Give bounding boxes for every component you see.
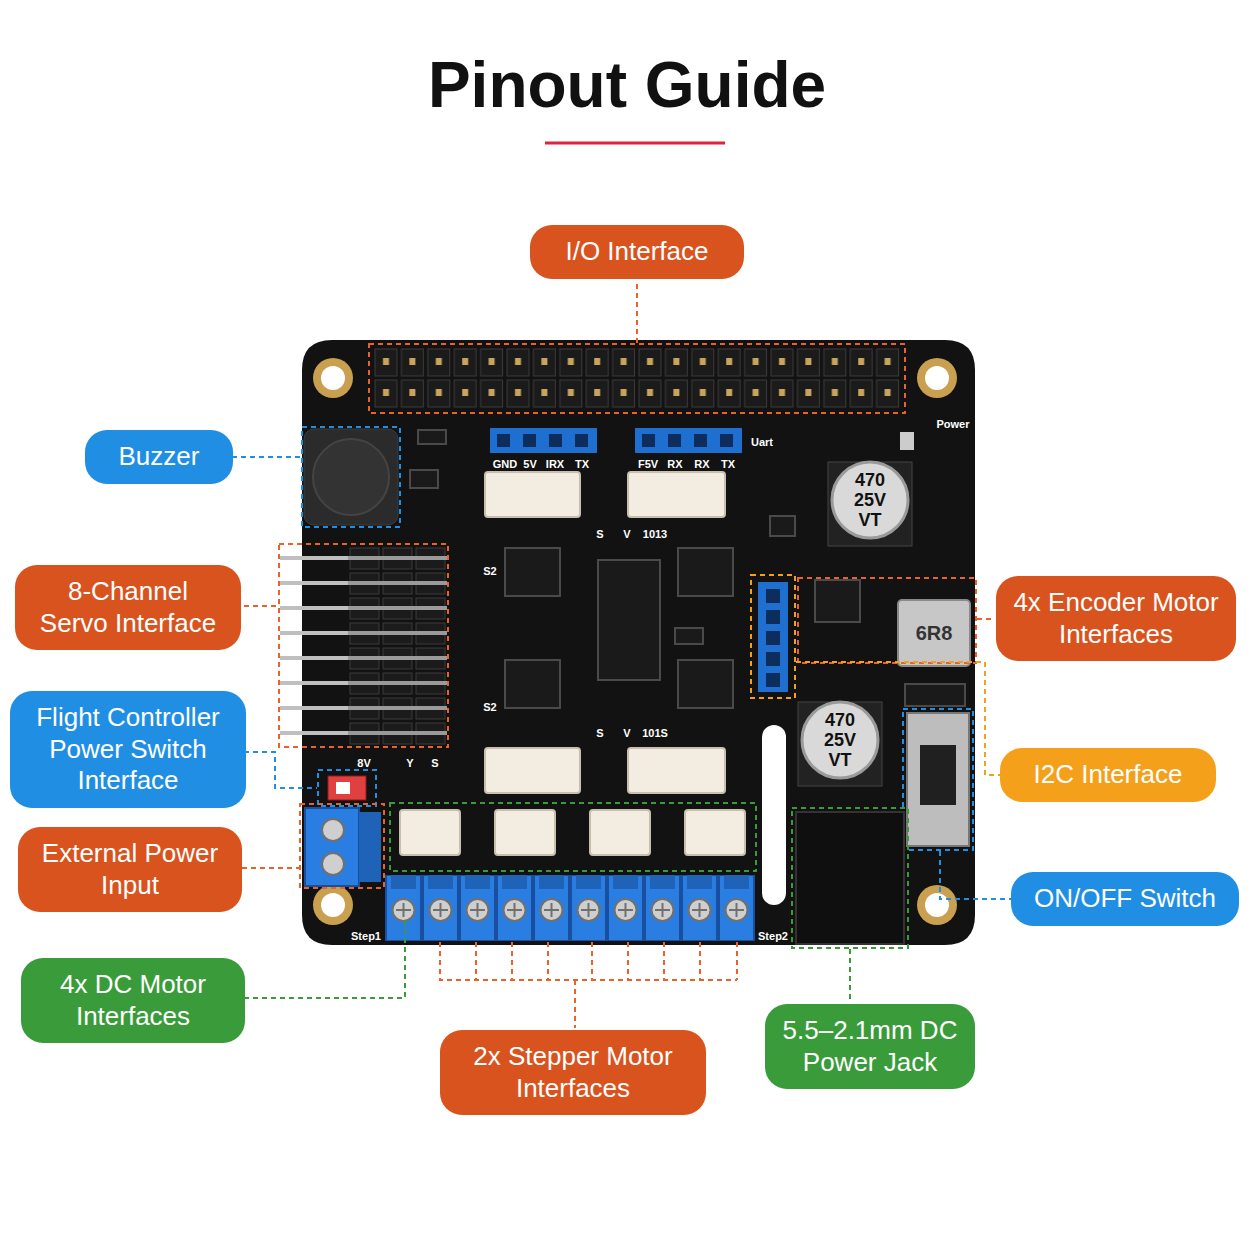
title-underline	[545, 142, 725, 145]
power-led	[900, 432, 914, 450]
servo-pins	[280, 546, 350, 746]
silkscreen-label: 1013	[643, 529, 667, 540]
silkscreen-label: Y	[406, 758, 413, 769]
silkscreen-label: S	[596, 728, 603, 739]
silkscreen-label: 101S	[642, 728, 668, 739]
buzzer-outline	[302, 427, 400, 527]
dc-jack-outline	[792, 808, 908, 948]
silkscreen-label: Step1	[351, 931, 381, 942]
jst-connectors	[485, 472, 725, 793]
silkscreen-label: 25V	[824, 731, 856, 749]
silkscreen-label: F5V	[638, 459, 658, 470]
silkscreen-label: V	[623, 529, 630, 540]
leader-lines	[232, 284, 1012, 1028]
silkscreen-label: TX	[575, 459, 589, 470]
buzzer	[304, 429, 398, 525]
silkscreen-label: IRX	[546, 459, 564, 470]
silkscreen-label: RX	[667, 459, 682, 470]
pin-headers	[490, 428, 742, 453]
pcb-board	[302, 340, 975, 945]
silkscreen-label: 6R8	[916, 623, 953, 643]
callout-text: Buzzer	[94, 441, 224, 473]
callout-box: 4x Encoder Motor Interfaces	[996, 576, 1236, 661]
callout-box: External Power Input	[18, 827, 242, 912]
callout-text: 2x Stepper Motor Interfaces	[453, 1041, 693, 1104]
silkscreen-label: VT	[858, 511, 881, 529]
stepper-terminals	[385, 875, 755, 941]
callout-box: 5.5–2.1mm DC Power Jack	[765, 1004, 975, 1089]
silkscreen-label: Uart	[751, 437, 773, 448]
power-terminal	[305, 808, 359, 886]
callout-text: I2C Interface	[1008, 759, 1208, 791]
io-outline	[369, 344, 905, 413]
callout-text: 5.5–2.1mm DC Power Jack	[775, 1015, 965, 1078]
silkscreen-label: RX	[694, 459, 709, 470]
silkscreen-label: S2	[483, 566, 496, 577]
silkscreen-label: TX	[721, 459, 735, 470]
callout-box: I2C Interface	[1000, 748, 1216, 802]
encoder-outline	[798, 578, 976, 663]
silkscreen-label: GND	[493, 459, 517, 470]
onoff-switch	[907, 713, 969, 846]
servo-header	[348, 546, 447, 746]
inductor	[898, 600, 970, 666]
silkscreen-label: Power	[936, 419, 969, 430]
silkscreen-label: VT	[828, 751, 851, 769]
servo-outline	[279, 544, 448, 747]
silkscreen-label: 470	[855, 471, 885, 489]
silkscreen-label: 470	[825, 711, 855, 729]
silkscreen-label: S	[431, 758, 438, 769]
callout-box: Buzzer	[85, 430, 233, 484]
dc-jack	[796, 812, 904, 944]
dc-motor-connectors	[400, 810, 745, 855]
chips	[410, 430, 965, 708]
gpio-header	[373, 347, 901, 409]
silkscreen-label: 5V	[523, 459, 536, 470]
silkscreen-label: S	[596, 529, 603, 540]
silkscreen-label: 8V	[357, 758, 370, 769]
silkscreen-label: S2	[483, 702, 496, 713]
callout-text: 4x Encoder Motor Interfaces	[1006, 587, 1226, 650]
power-terminal-outline	[300, 804, 384, 888]
callout-box: 8-Channel Servo Interface	[15, 565, 241, 650]
silkscreen-label: 25V	[854, 491, 886, 509]
callout-text: ON/OFF Switch	[1020, 883, 1230, 915]
flight-switch-outline	[318, 770, 376, 806]
i2c-outline	[751, 575, 795, 698]
callout-box: 2x Stepper Motor Interfaces	[440, 1030, 706, 1115]
callout-text: 8-Channel Servo Interface	[35, 576, 221, 639]
callout-text: Flight Controller Power Switch Interface	[21, 702, 236, 797]
callout-box: ON/OFF Switch	[1011, 872, 1239, 926]
callout-box: 4x DC Motor Interfaces	[21, 958, 245, 1043]
callout-box: I/O Interface	[530, 225, 744, 279]
silkscreen-label: V	[623, 728, 630, 739]
flight-switch	[328, 776, 366, 800]
i2c-header	[758, 582, 788, 692]
callout-text: 4x DC Motor Interfaces	[33, 969, 233, 1032]
silkscreen-label: Step2	[758, 931, 788, 942]
callout-box: Flight Controller Power Switch Interface	[10, 691, 246, 808]
board-slot	[762, 725, 786, 905]
onoff-outline	[903, 709, 973, 850]
capacitors	[798, 462, 912, 786]
dc-motor-outline	[390, 803, 756, 871]
callout-text: External Power Input	[30, 838, 230, 901]
callout-text: I/O Interface	[538, 236, 736, 268]
diagram-title: Pinout Guide	[0, 48, 1254, 122]
